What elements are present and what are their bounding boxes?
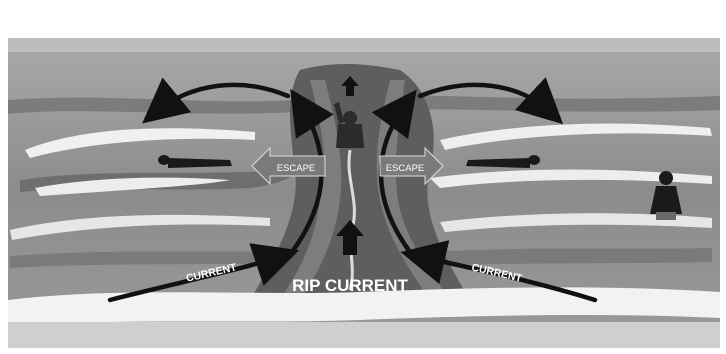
sand <box>8 322 720 348</box>
rip-current-label: RIP CURRENT <box>292 276 408 295</box>
escape-right-label: ESCAPE <box>386 163 425 174</box>
horizon <box>8 38 720 52</box>
escape-left-label: ESCAPE <box>277 163 316 174</box>
